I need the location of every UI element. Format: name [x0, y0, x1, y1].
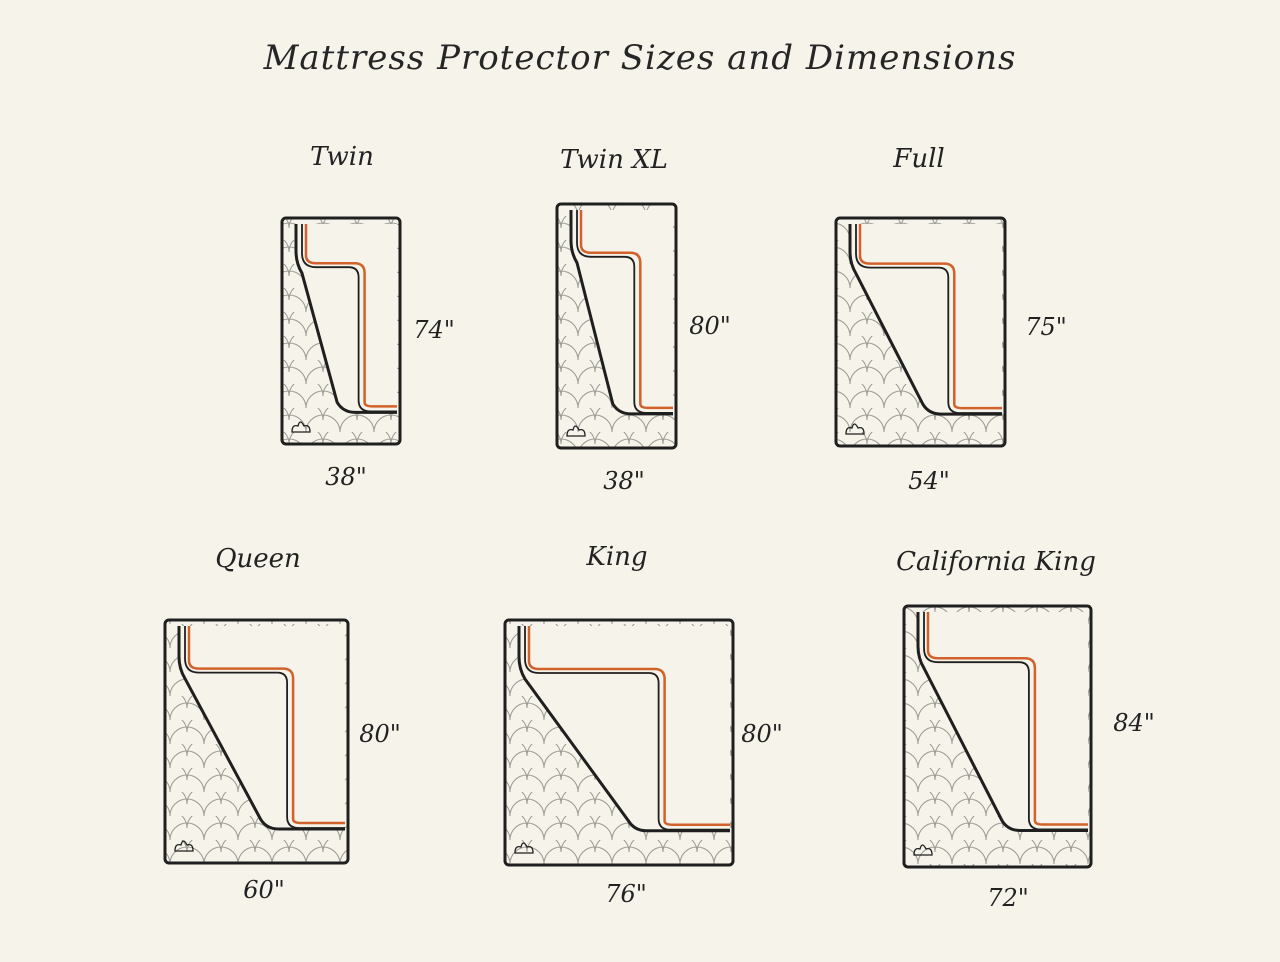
size-name: Queen	[215, 544, 301, 574]
protector-edge-trim	[304, 224, 397, 408]
protector-edge	[569, 210, 673, 416]
mattress-outline	[503, 618, 735, 867]
width-label: 38"	[603, 467, 645, 495]
protector-inner-edge	[576, 210, 673, 414]
size-card: California King 84" 72"	[896, 547, 1155, 912]
brand-logo-icon	[291, 421, 311, 433]
width-label: 72"	[987, 884, 1029, 912]
protector-sheet	[571, 210, 673, 414]
mattress-outline	[555, 202, 678, 450]
size-name: Twin	[310, 142, 374, 172]
protector-inner-edge	[184, 626, 345, 829]
length-label: 74"	[413, 316, 455, 344]
brand-logo-icon	[913, 844, 933, 856]
protector-sheet	[179, 626, 345, 829]
size-card: Full 75" 54"	[834, 144, 1067, 495]
width-label: 38"	[325, 463, 367, 491]
width-label: 54"	[908, 467, 950, 495]
protector-sheet	[918, 612, 1088, 831]
mattress-outline	[280, 216, 402, 446]
length-label: 80"	[741, 720, 783, 748]
size-card: Twin 74" 38"	[280, 142, 455, 491]
mattress-outline	[163, 618, 350, 865]
width-label: 60"	[243, 876, 285, 904]
protector-inner-edge	[524, 626, 730, 831]
mattress-outline	[834, 216, 1007, 448]
protector-edge-trim	[527, 626, 730, 826]
length-label: 80"	[689, 312, 731, 340]
protector-sheet	[296, 224, 397, 413]
size-card: King 80" 76"	[503, 542, 783, 908]
protector-inner-edge	[855, 224, 1002, 414]
page-title: Mattress Protector Sizes and Dimensions	[263, 38, 1017, 78]
size-name: King	[585, 542, 647, 572]
size-name: California King	[896, 547, 1096, 577]
length-label: 80"	[359, 720, 401, 748]
protector-edge	[916, 612, 1088, 832]
brand-logo-icon	[845, 423, 865, 435]
length-label: 84"	[1113, 709, 1155, 737]
brand-logo-icon	[174, 840, 194, 852]
size-name: Full	[892, 144, 944, 174]
brand-logo-icon	[566, 425, 586, 437]
protector-sheet	[519, 626, 730, 831]
protector-edge	[517, 626, 730, 833]
size-card: Twin XL 80" 38"	[555, 145, 731, 495]
size-name: Twin XL	[560, 145, 668, 175]
protector-inner-edge	[301, 224, 397, 413]
protector-edge-trim	[858, 224, 1002, 410]
brand-logo-icon	[514, 842, 534, 854]
width-label: 76"	[605, 880, 647, 908]
protector-edge-trim	[926, 612, 1088, 826]
protector-inner-edge	[923, 612, 1088, 831]
size-card: Queen 80" 60"	[163, 544, 401, 904]
protector-edge-trim	[579, 210, 673, 410]
protector-edge	[177, 626, 345, 831]
protector-edge	[294, 224, 397, 414]
mattress-outline	[902, 604, 1093, 869]
protector-edge-trim	[187, 626, 345, 825]
length-label: 75"	[1025, 313, 1067, 341]
protector-edge	[848, 224, 1002, 416]
protector-sheet	[850, 224, 1002, 415]
